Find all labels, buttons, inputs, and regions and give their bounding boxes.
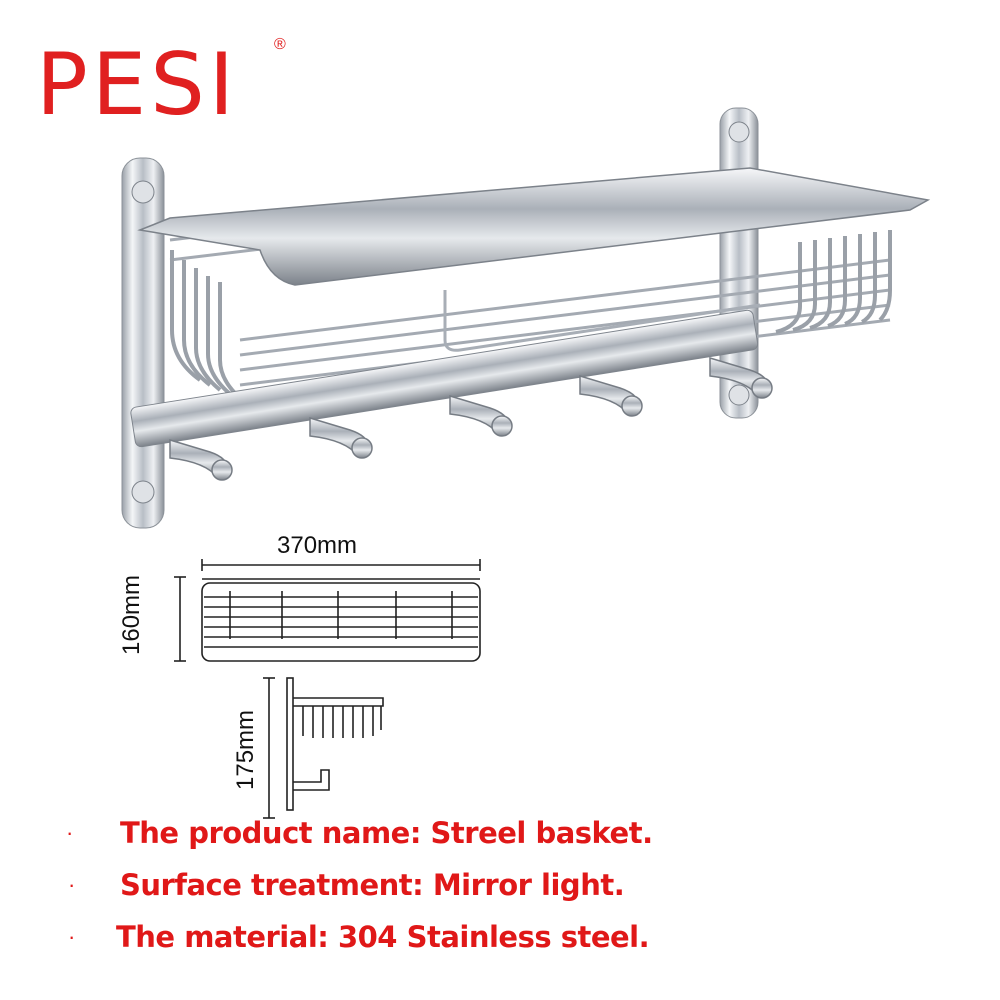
basket-divider bbox=[443, 290, 761, 352]
spec-surface-treatment: Surface treatment: Mirror light. bbox=[120, 868, 625, 902]
left-bottom-screw bbox=[131, 480, 155, 504]
spec-item: · The material: 304 Stainless steel. bbox=[60, 916, 960, 968]
spec-bullet: · bbox=[68, 872, 76, 897]
spec-bullet: · bbox=[68, 924, 76, 949]
registered-mark: ® bbox=[274, 36, 286, 53]
left-wall-plate bbox=[121, 157, 165, 529]
height-dimension-label: 160mm bbox=[118, 574, 145, 655]
spec-material: The material: 304 Stainless steel. bbox=[116, 920, 650, 954]
hooks bbox=[169, 356, 773, 481]
side-view-diagram bbox=[263, 677, 384, 819]
side-view-plate bbox=[286, 677, 294, 811]
spec-product-name: The product name: Streel basket. bbox=[120, 816, 653, 850]
spec-bullet: · bbox=[66, 820, 74, 845]
spec-item: · Surface treatment: Mirror light. bbox=[60, 864, 960, 916]
side-view-basket bbox=[293, 697, 384, 707]
right-bottom-screw bbox=[728, 384, 750, 406]
front-view-diagram bbox=[174, 559, 481, 662]
width-dimension-label: 370mm bbox=[277, 532, 358, 559]
depth-dimension-label: 175mm bbox=[232, 709, 259, 790]
spec-item: · The product name: Streel basket. bbox=[60, 812, 960, 864]
spec-list: · The product name: Streel basket. · Sur… bbox=[60, 812, 960, 968]
left-top-screw bbox=[131, 180, 155, 204]
brand-name: PESI bbox=[36, 35, 239, 135]
product-image bbox=[121, 107, 931, 529]
basket-front-rail bbox=[137, 167, 931, 286]
front-view-basket bbox=[201, 582, 481, 662]
basket-side-wires-left bbox=[170, 250, 242, 400]
side-view-hook bbox=[293, 769, 330, 791]
hook-bar bbox=[130, 309, 759, 448]
basket-side-wires-right bbox=[775, 230, 892, 334]
brand-logo: PESI ® bbox=[36, 35, 286, 135]
right-top-screw bbox=[728, 121, 750, 143]
